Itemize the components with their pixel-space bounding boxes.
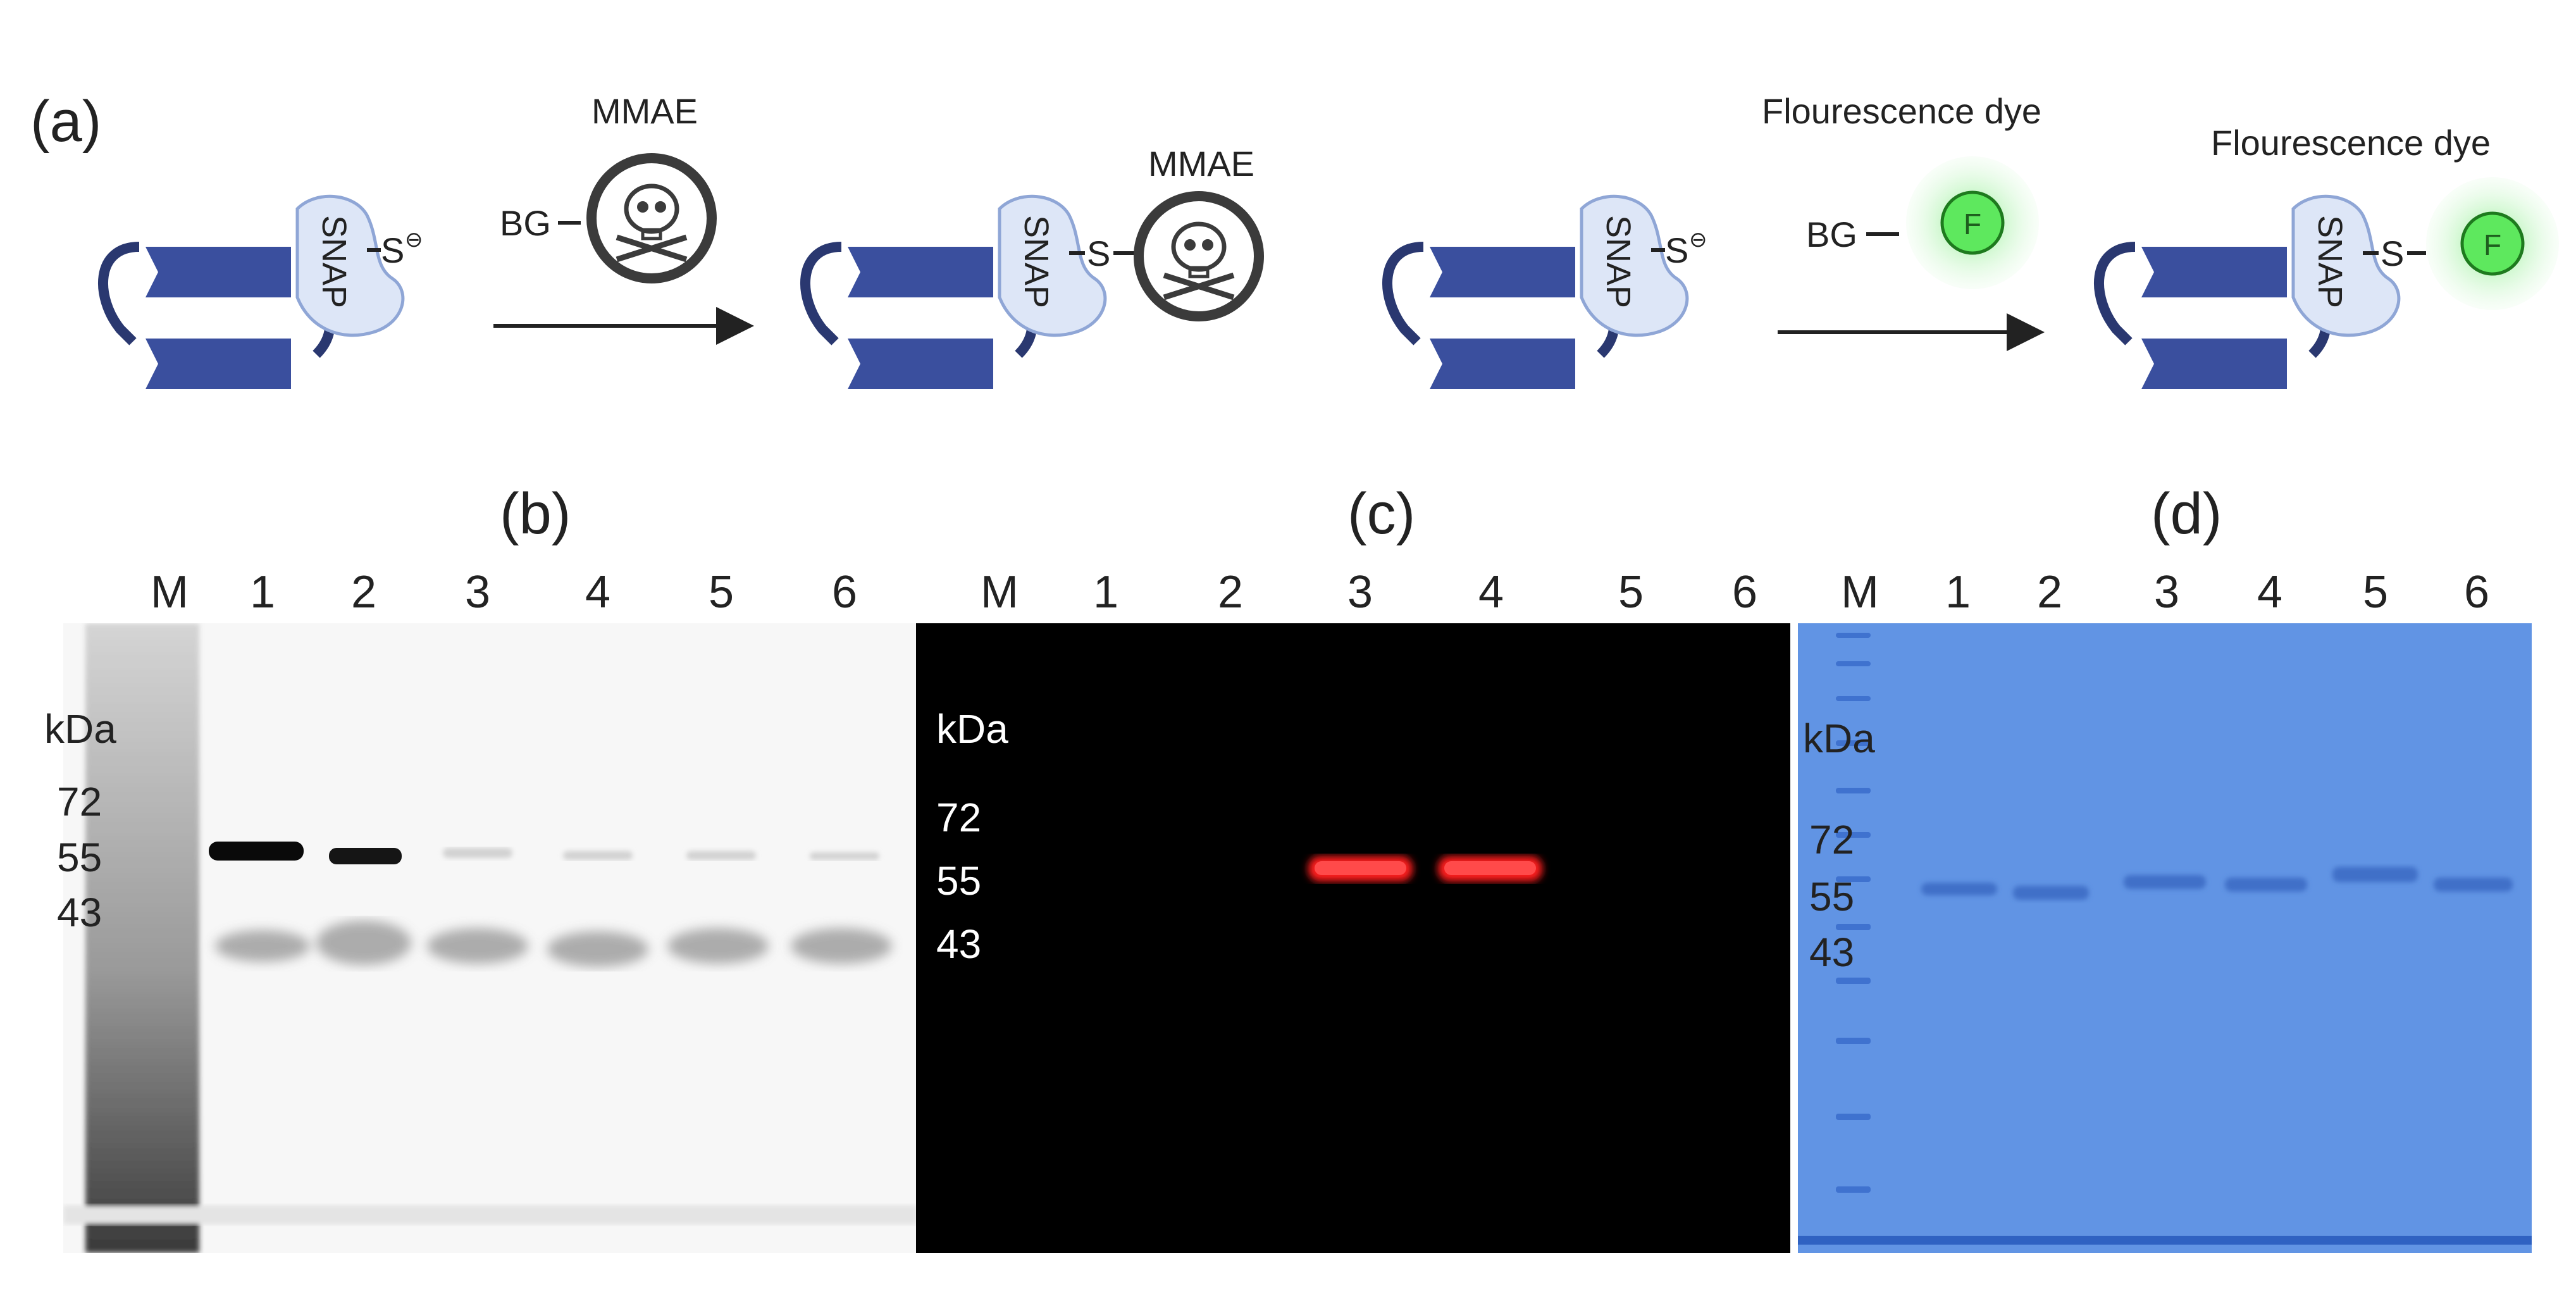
lane-label-b-3: 3 [464,567,491,618]
band-b-lane-1 [209,842,304,861]
snap-label-1: SNAP [315,215,353,308]
bg-label-2: BG [1806,215,1857,254]
lane-label-c-5: 5 [1618,567,1644,618]
protein-construct-1 [103,196,403,389]
lane-label-b-6: 6 [831,567,858,618]
dye-glyph-1: F [1964,208,1981,240]
snap-label-4: SNAP [2311,215,2349,308]
lane-label-d-1: 1 [1945,567,1971,618]
thiolate-charge-2: ⊖ [1689,228,1707,252]
skull-crossbones-icon-conjugate [1139,196,1259,316]
lane-label-b-2: 2 [350,567,377,618]
snap-label-2: SNAP [1017,215,1055,308]
kda-label-d: kDa [1803,716,1875,761]
marker-55-d: 55 [1809,874,1855,919]
marker-43-b: 43 [57,890,102,935]
lane-label-d-3: 3 [2153,567,2180,618]
lane-label-b-5: 5 [708,567,734,618]
lane-label-c-6: 6 [1731,567,1758,618]
panel-a-label: (a) [30,89,102,154]
protein-bands-d [1921,867,2513,900]
gel-image-b [63,623,917,1253]
thiolate-label-1: S [381,230,404,270]
lane-label-c-1: 1 [1093,567,1119,618]
panel-c-label: (c) [1347,482,1416,546]
protein-construct-3 [1387,196,1687,389]
panel-d-label: (d) [2151,482,2222,546]
low-mw-smear-b [215,921,892,967]
lane-label-c-2: 2 [1217,567,1244,618]
snap-label-3: SNAP [1599,215,1637,308]
marker-72-d: 72 [1809,817,1855,862]
band-b-lane-2 [329,848,402,864]
thioether-label-1: S [1087,233,1110,273]
lane-label-d-2: 2 [2036,567,2063,618]
kda-label-c: kDa [936,706,1008,752]
drug-name-conjugate: MMAE [1148,144,1254,183]
skull-crossbones-icon [591,158,712,278]
lane-label-c-m: M [981,567,1019,618]
reaction-scheme: SNAP S ⊖ MMAE BG SNAP S MMAE SNAP S ⊖ Fl… [0,91,2576,456]
lane-label-d-4: 4 [2257,567,2283,618]
band-d-lane-3 [2124,875,2206,889]
kda-label-b: kDa [44,706,116,752]
marker-55-c: 55 [936,858,982,904]
gel-image-c [916,623,1790,1253]
marker-55-b: 55 [57,835,102,880]
thiolate-label-2: S [1665,230,1688,270]
panel-b-label: (b) [500,482,571,546]
lane-label-b-1: 1 [249,567,276,618]
marker-ladder-b [85,623,199,1253]
marker-72-b: 72 [57,779,102,824]
thioether-label-2: S [2381,233,2404,273]
dye-glyph-2: F [2484,228,2501,261]
band-d-lane-5 [2332,867,2418,882]
lane-label-d-5: 5 [2362,567,2389,618]
lane-label-d-6: 6 [2463,567,2490,618]
lane-label-d-m: M [1841,567,1879,618]
thiolate-charge-1: ⊖ [405,228,423,252]
protein-construct-2 [805,196,1105,389]
marker-72-c: 72 [936,795,982,840]
band-d-lane-2 [2013,886,2089,900]
lane-label-c-3: 3 [1347,567,1373,618]
lane-label-b-4: 4 [585,567,611,618]
marker-ladder-d [1836,633,1871,1193]
band-d-lane-6 [2434,878,2513,892]
band-d-lane-4 [2225,878,2307,892]
protein-construct-4 [2099,196,2399,389]
drug-name-reagent: MMAE [591,91,698,131]
faint-bands-b [443,848,879,860]
dye-name-conjugate: Flourescence dye [2211,123,2491,163]
marker-43-d: 43 [1809,930,1855,975]
lane-label-b-m: M [151,567,189,618]
marker-43-c: 43 [936,921,982,967]
dye-name-reagent: Flourescence dye [1762,91,2041,131]
band-d-lane-1 [1921,883,1997,895]
gel-image-d [1798,623,2532,1253]
lane-label-c-4: 4 [1478,567,1504,618]
bg-label-1: BG [500,203,551,243]
